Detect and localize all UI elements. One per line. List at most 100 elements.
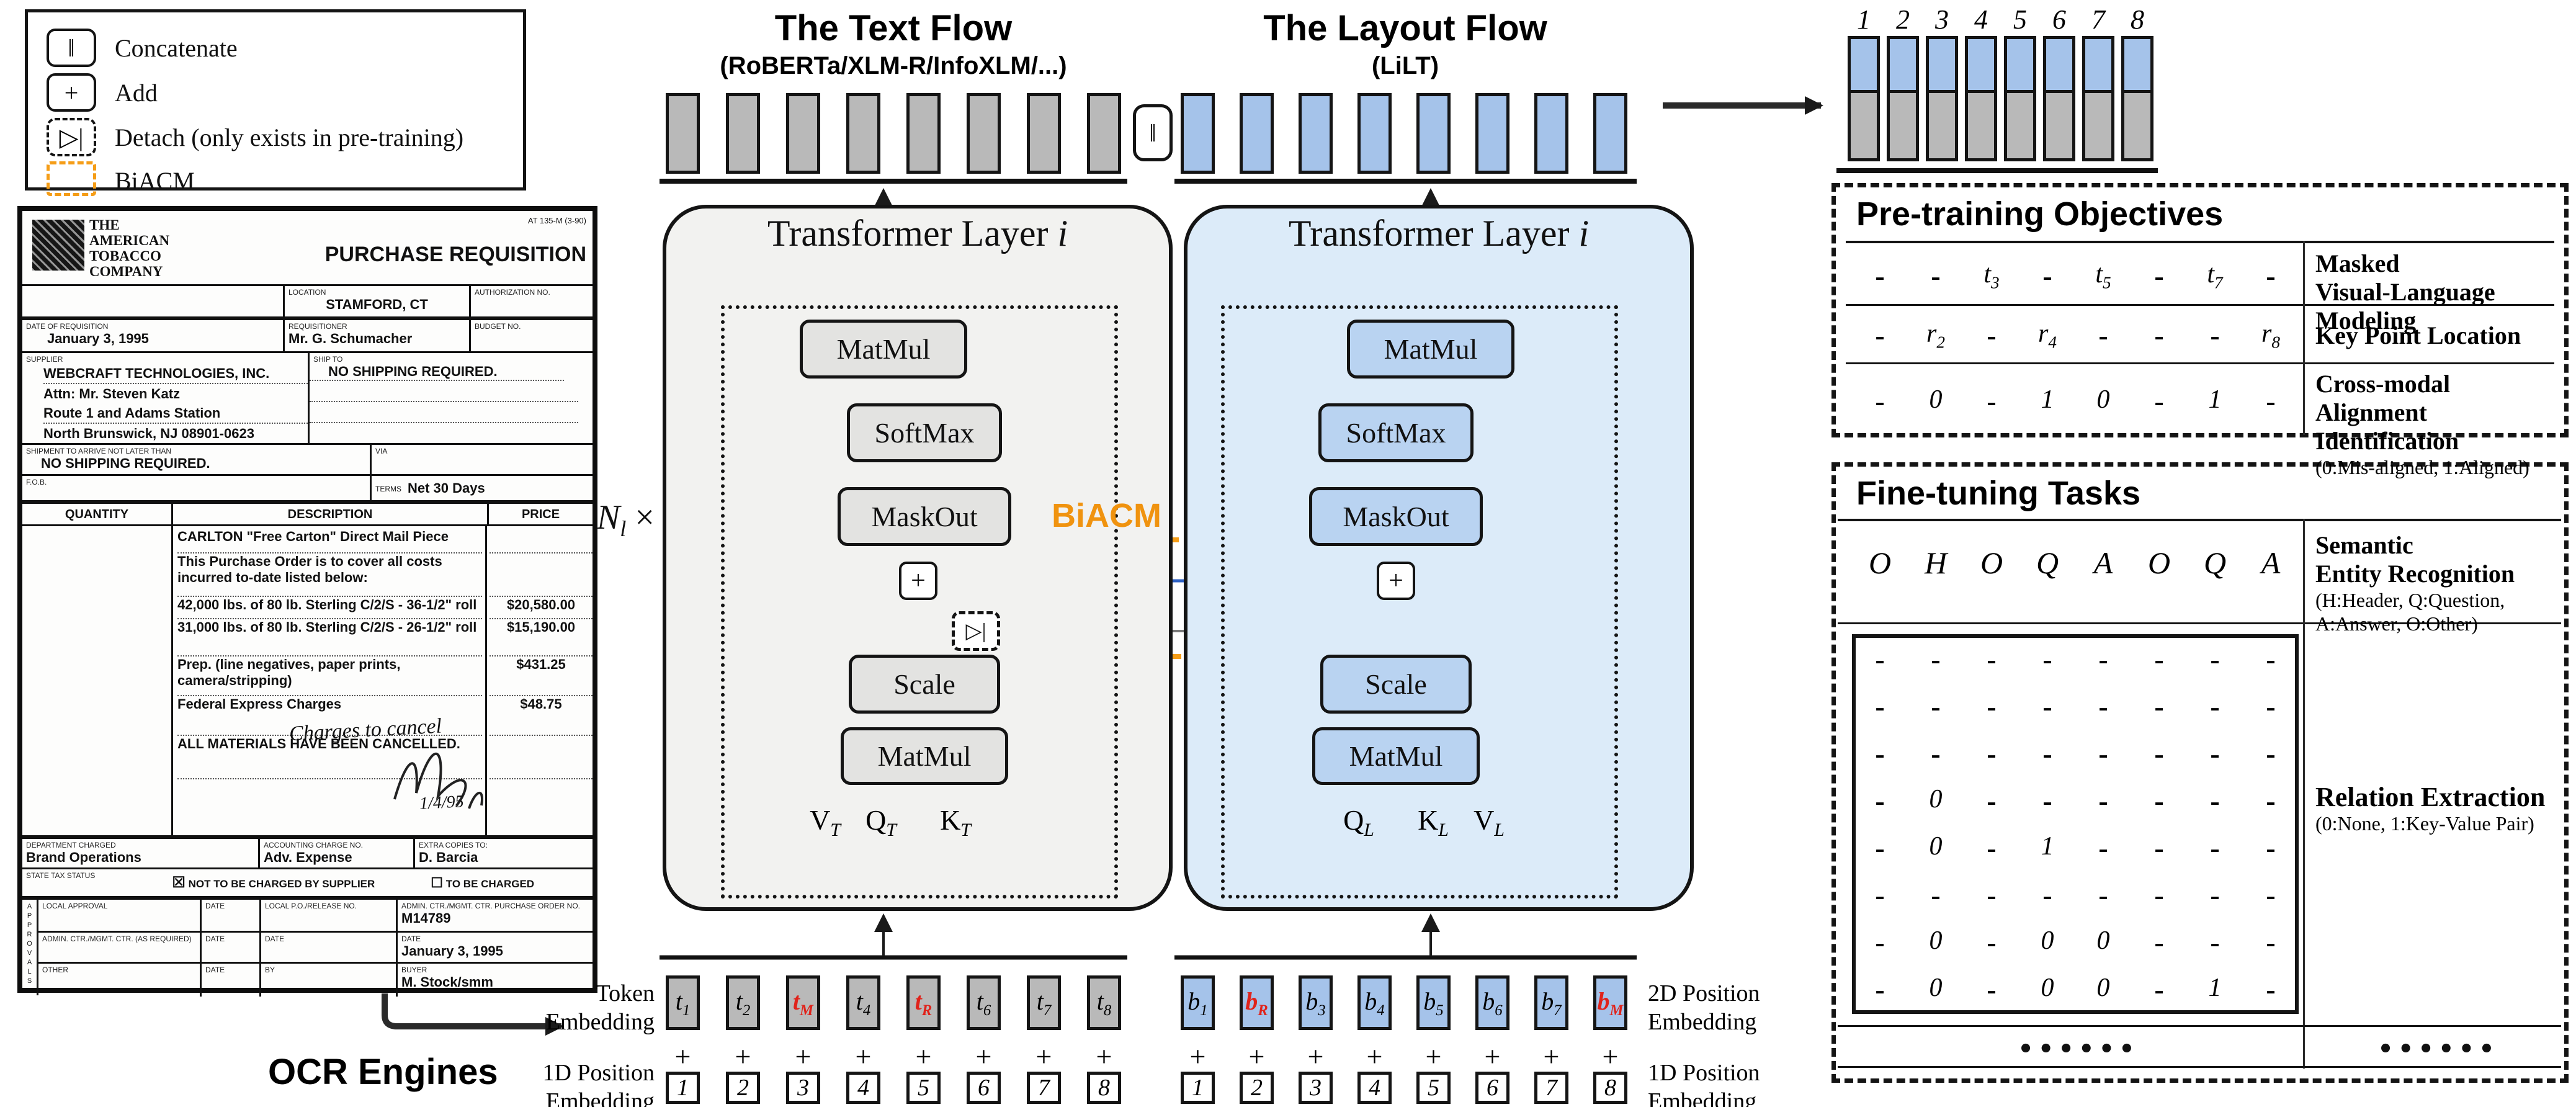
relation-matrix-cell: - [2210,738,2220,769]
item-description: This Purchase Order is to cover all cost… [177,554,482,597]
pretraining-cell: - [2042,260,2052,292]
pretraining-cell: - [2266,260,2276,292]
add-symbol: + [1035,1041,1052,1072]
output-index: 5 [2013,4,2027,35]
pretraining-cell: t7 [2207,260,2223,292]
ocr-arrow [382,993,564,1036]
text-flow-title: The Text Flow [774,8,1013,48]
ser-cell: A [2261,545,2281,580]
output-text-part [1848,90,1880,161]
arrive-label: SHIPMENT TO ARRIVE NOT LATER THAN [26,447,172,455]
add-symbol: + [975,1041,992,1072]
date-label: DATE OF REQUISITION [26,322,109,331]
text-attention-dotted-box [721,305,1118,899]
col-price: PRICE [487,504,593,524]
relation-matrix-cell: - [1987,879,1997,911]
layout-embedding-box: bM [1593,975,1627,1030]
output-text-part [2043,90,2075,161]
relation-matrix-cell: - [2154,691,2164,722]
date-value: January 3, 1995 [47,331,149,346]
ser-cell: A [2093,545,2113,580]
text-input-v: VT [810,804,841,841]
add-symbol: + [1366,1041,1383,1072]
layout-hidden-state-bar [1534,93,1568,174]
relation-matrix-cell: - [1875,738,1885,769]
layout-embedding-box: b1 [1181,975,1215,1030]
output-text-part [1926,90,1958,161]
relation-matrix-cell: - [2042,691,2052,722]
ser-cell: O [1868,545,1892,580]
relation-matrix-cell: - [2154,974,2164,1005]
handwritten-date: 1/4/95 [419,792,465,813]
legend-label-1: Add [115,79,158,107]
add-symbol: + [1307,1041,1324,1072]
relation-matrix-cell: - [2266,974,2276,1005]
relation-matrix-cell: - [1987,643,1997,675]
position-embedding-box: 4 [1357,1072,1392,1104]
ser-cell: O [2147,545,2171,580]
layout-flow-subtitle: (LiLT) [1371,52,1439,79]
token-embedding-box: t8 [1087,975,1121,1030]
layout-hidden-state-bar [1475,93,1509,174]
layout-embedding-box: b6 [1475,975,1509,1030]
add-symbol: + [674,1041,691,1072]
text-hidden-state-bar [846,93,880,174]
form-code: AT 135-M (3-90) [527,216,586,225]
pretraining-cell: - [1987,320,1997,351]
relation-matrix-cell: - [1987,832,1997,864]
pretraining-cell: 1 [2208,385,2222,414]
ocr-engines-label: OCR Engines [268,1052,498,1092]
relation-matrix-cell: - [2210,879,2220,911]
approvals-row: ADMIN. CTR./MGMT. CTR. (AS REQUIRED)DATE… [38,931,593,962]
supplier-label: SUPPLIER [26,355,63,364]
relation-matrix-cell: 1 [2208,974,2222,1002]
shipto-label: SHIP TO [313,355,343,364]
pretraining-cell: - [2154,385,2164,417]
requisitioner-label: REQUISITIONER [288,322,347,331]
copies-value: D. Barcia [419,849,478,865]
relation-matrix-cell: - [1931,738,1941,769]
item-price [490,529,593,554]
pretraining-cell: 1 [2041,385,2054,414]
add-symbol: + [855,1041,872,1072]
position-embedding-box: 5 [1416,1072,1451,1104]
pretraining-cell: 0 [2096,385,2110,414]
doc-title: PURCHASE REQUISITION [324,243,586,266]
pretraining-cell: - [1875,260,1885,292]
add-symbol: + [1543,1041,1560,1072]
shipto-value: NO SHIPPING REQUIRED. [310,364,565,381]
text-input-k: KT [940,804,971,841]
relation-matrix-cell: - [1875,832,1885,864]
layout-matmul-top: MatMul [1347,320,1514,379]
relation-matrix-cell: 0 [1929,926,1943,955]
legend-box: ‖Concatenate+Add▷|Detach (only exists in… [25,9,526,196]
position-embedding-box: 2 [726,1072,760,1104]
text-input-q: QT [865,804,897,841]
relation-matrix-cell: 1 [2041,832,2054,861]
item-description: Prep. (line negatives, paper prints, cam… [177,657,482,696]
relation-matrix-cell: - [2210,832,2220,864]
output-text-part [1887,90,1919,161]
arrive-value: NO SHIPPING REQUIRED. [41,455,210,471]
relation-matrix-cell: - [2210,926,2220,958]
relation-matrix-cell: - [2098,643,2108,675]
output-layout-part [1965,36,1997,93]
layout-input-q: QL [1343,804,1374,841]
pretraining-cell: - [2210,320,2220,351]
text-scale: Scale [849,655,1000,714]
layout-embedding-box: b4 [1357,975,1392,1030]
text-maskout: MaskOut [838,487,1011,546]
relation-matrix-cell: - [1987,738,1997,769]
biacm-label: BiACM [1052,497,1161,534]
supplier-address: WEBCRAFT TECHNOLOGIES, INC.Attn: Mr. Ste… [22,364,308,443]
layout-hidden-state-bar [1240,93,1274,174]
